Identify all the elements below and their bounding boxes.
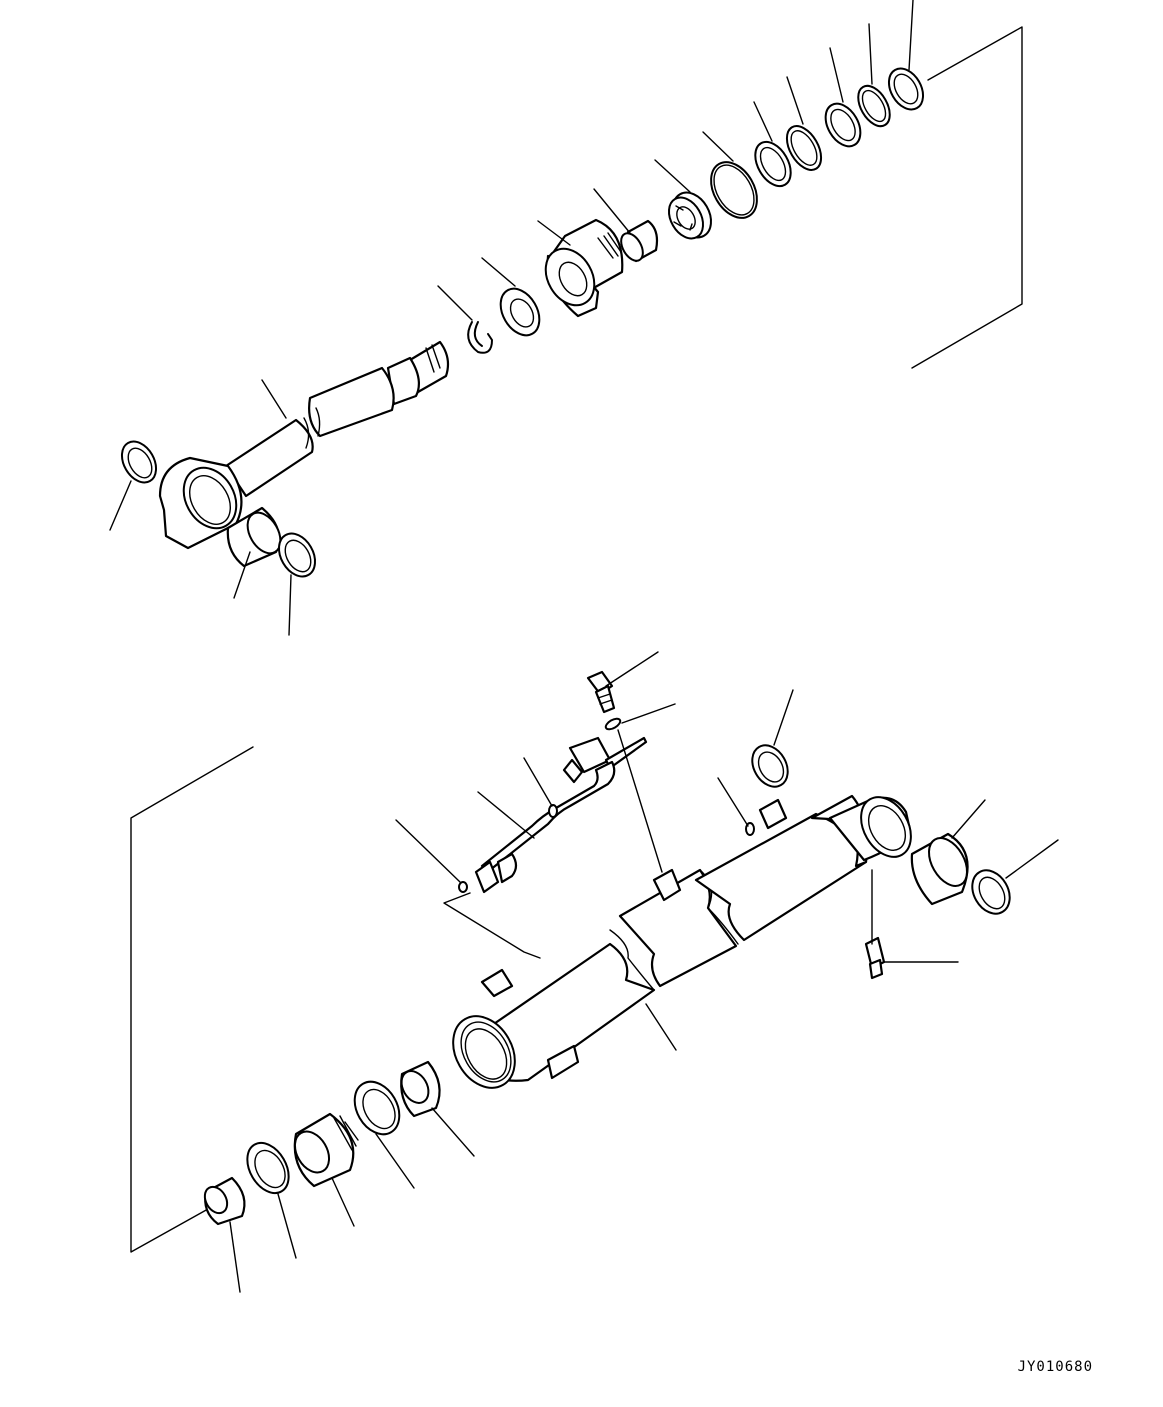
rod-assembly (109, 0, 1023, 636)
head-nut-part (400, 1060, 441, 1118)
tube-bushing-part (910, 832, 969, 906)
eye-dust-seal-left (120, 440, 158, 484)
cylinder-assembly (130, 651, 1059, 1293)
o-ring-part (710, 161, 758, 219)
o-ring-small-a (548, 804, 558, 818)
washer-part (604, 717, 622, 731)
head-bushing-part (203, 1176, 246, 1226)
cylinder-head-part (293, 1112, 359, 1188)
grease-fitting-part (864, 936, 886, 980)
ring-part-1 (887, 67, 925, 111)
piston-part (544, 218, 624, 318)
snap-ring-part (467, 321, 493, 354)
piston-nut-part (667, 191, 712, 240)
head-seal-part (246, 1141, 290, 1195)
bolt-routing-line (617, 729, 663, 873)
ring-part-4 (785, 125, 823, 171)
leader-lines-lower (229, 651, 1059, 1293)
pipe-part (474, 736, 648, 894)
drawing-reference-code: JY010680 (1017, 1359, 1093, 1375)
group-bracket-upper (911, 26, 1023, 369)
wear-ring-part (499, 287, 541, 337)
ring-part-5 (754, 140, 792, 188)
o-ring-small-b (458, 881, 468, 893)
leader-lines-upper (109, 0, 914, 636)
cylinder-tube-part (452, 794, 912, 1089)
pipe-routing-line (443, 892, 541, 959)
group-bracket-lower (130, 746, 254, 1253)
ring-part-2 (857, 84, 891, 128)
eye-dust-seal-right (277, 532, 317, 578)
piston-rod-part (158, 340, 450, 550)
bolt-part (586, 670, 616, 714)
tube-dust-seal-right (971, 869, 1011, 915)
tube-dust-seal-top (751, 744, 789, 788)
eye-bushing-part (226, 506, 282, 568)
collar-part (620, 219, 659, 263)
head-ring-part (353, 1080, 401, 1136)
ring-part-3 (824, 102, 862, 148)
